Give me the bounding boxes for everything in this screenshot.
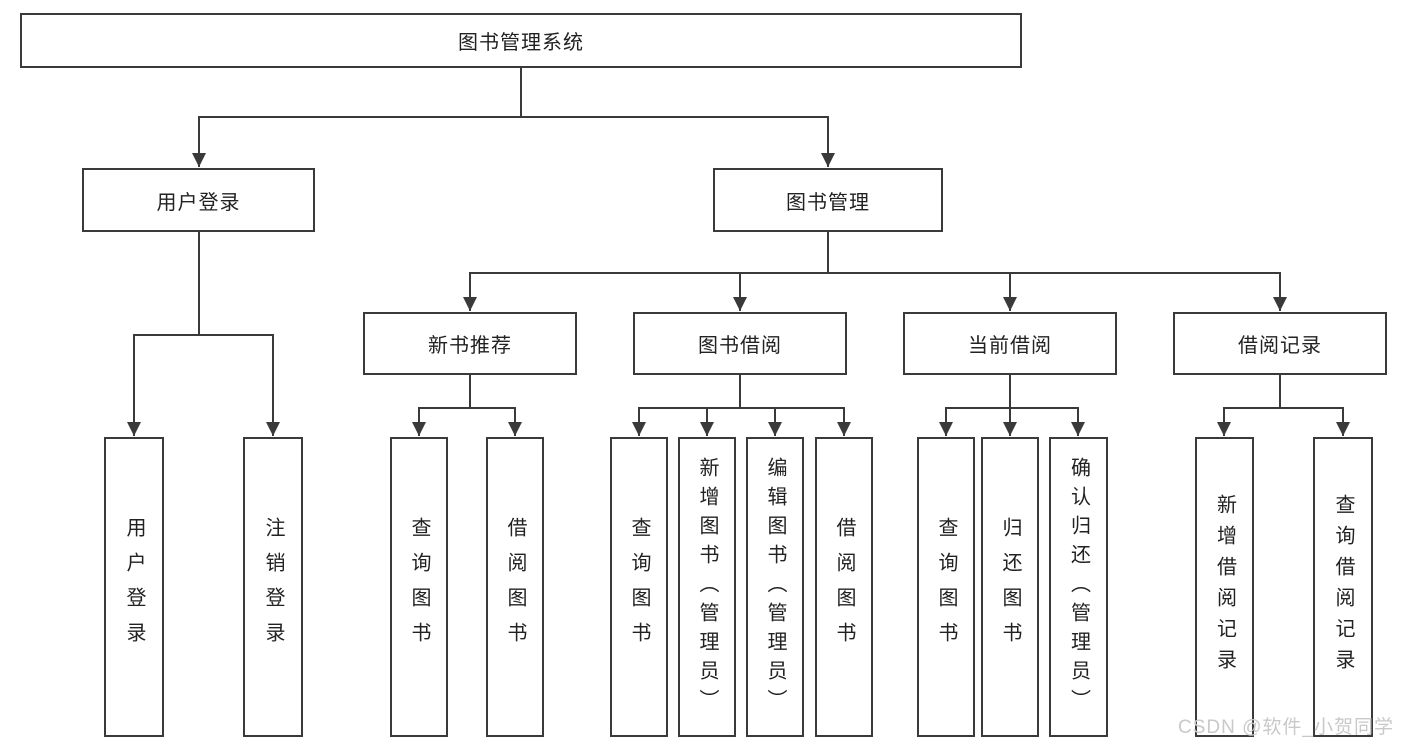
- connector: [632, 375, 741, 436]
- leaf-borrow-books-recommend: 借阅图书: [486, 437, 544, 737]
- node-book-borrow: 图书借阅: [633, 312, 847, 375]
- csdn-watermark: CSDN @软件_小贺同学: [1178, 717, 1394, 738]
- leaf-add-book-admin: 新增图书（管理员）: [678, 437, 736, 737]
- leaf-confirm-return-admin: 确认归还（管理员）: [1049, 437, 1108, 737]
- connector: [740, 407, 851, 436]
- node-root: 图书管理系统: [20, 13, 1022, 68]
- leaf-user-login: 用户登录: [104, 437, 164, 737]
- connector: [1010, 407, 1085, 436]
- connector: [733, 272, 828, 311]
- connector: [127, 232, 200, 436]
- connector: [199, 334, 280, 436]
- node-book-management: 图书管理: [713, 168, 943, 232]
- node-borrow-records: 借阅记录: [1173, 312, 1387, 375]
- connector: [828, 272, 1017, 311]
- connector: [463, 232, 829, 311]
- connector: [521, 116, 835, 167]
- connector: [939, 375, 1011, 436]
- node-user-login: 用户登录: [82, 168, 315, 232]
- node-new-book-recommend: 新书推荐: [363, 312, 577, 375]
- leaf-return-book: 归还图书: [981, 437, 1039, 737]
- connector: [470, 407, 522, 436]
- leaf-edit-book-admin: 编辑图书（管理员）: [746, 437, 804, 737]
- connector: [700, 407, 740, 436]
- leaf-query-books-current: 查询图书: [917, 437, 975, 737]
- leaf-borrow-books: 借阅图书: [815, 437, 873, 737]
- connector: [412, 375, 471, 436]
- connector: [1280, 407, 1350, 436]
- leaf-query-borrow-record: 查询借阅记录: [1313, 437, 1373, 737]
- connector: [828, 272, 1287, 311]
- connector: [740, 407, 782, 436]
- leaf-query-books-recommend: 查询图书: [390, 437, 448, 737]
- leaf-logout: 注销登录: [243, 437, 303, 737]
- leaf-query-books-borrow: 查询图书: [610, 437, 668, 737]
- leaf-add-borrow-record: 新增借阅记录: [1195, 437, 1254, 737]
- connector: [1217, 375, 1281, 436]
- node-current-borrow: 当前借阅: [903, 312, 1117, 375]
- connector: [192, 68, 522, 167]
